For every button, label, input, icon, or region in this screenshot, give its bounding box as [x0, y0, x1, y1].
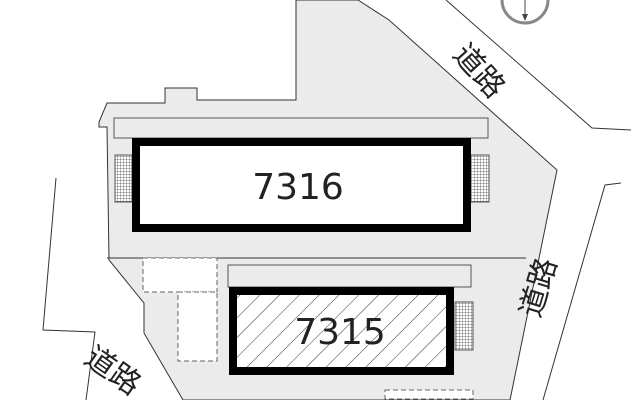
parking-space [177, 291, 218, 362]
lot-boundary [42, 177, 96, 400]
parking-space [142, 257, 218, 293]
stairs-left [114, 154, 133, 203]
road-boundary [445, 0, 632, 131]
road-label: 道路 [78, 340, 147, 400]
building-label-7316: 7316 [252, 167, 344, 208]
building-7315-hatch [237, 295, 446, 367]
balcony-strip [227, 264, 472, 288]
building-label-7315: 7315 [294, 312, 386, 353]
parking-space [384, 389, 474, 400]
road-boundary [542, 182, 622, 400]
stairs-right [454, 301, 474, 351]
stairs-right [470, 154, 490, 203]
compass-icon [500, 0, 550, 25]
balcony-strip [113, 117, 489, 139]
building-7316[interactable] [132, 138, 471, 232]
